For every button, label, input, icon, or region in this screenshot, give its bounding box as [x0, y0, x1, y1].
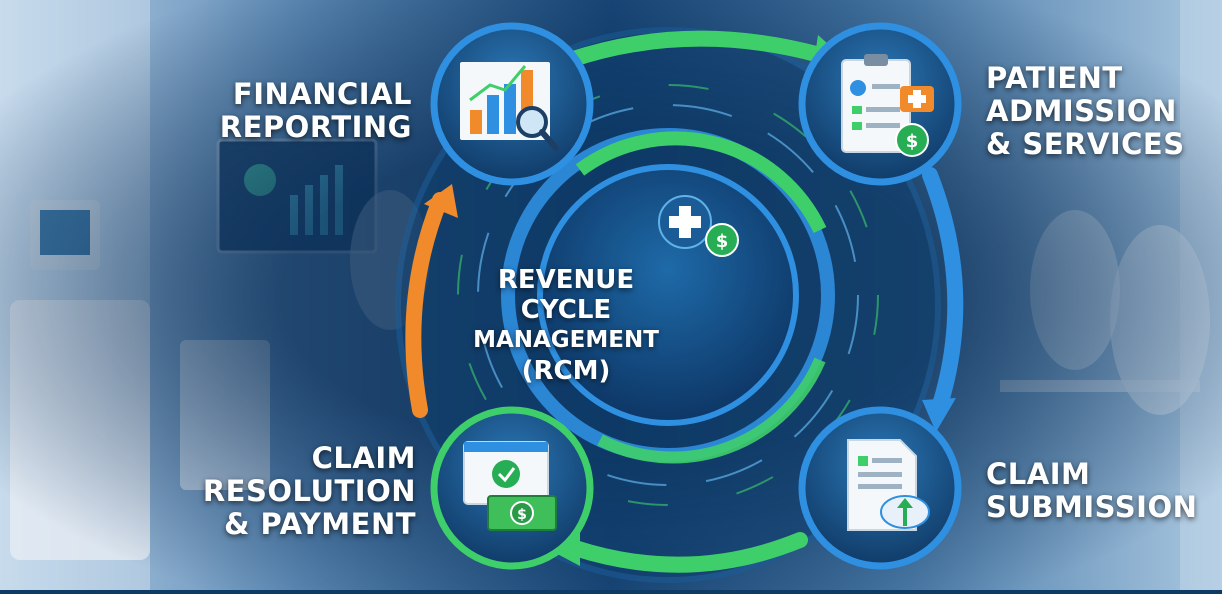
arrow-right-head — [922, 398, 956, 432]
svg-text:$: $ — [716, 231, 729, 252]
center-title-line-1: REVENUE — [497, 265, 635, 295]
approved-window-cash-icon: $ — [463, 441, 557, 531]
svg-text:$: $ — [517, 507, 527, 523]
label-patient-admission: PATIENT ADMISSION & SERVICES — [986, 61, 1185, 161]
node-patient-admission: $ — [798, 22, 962, 186]
arrow-right — [922, 167, 964, 413]
center-title: REVENUE CYCLE MANAGEMENT (RCM) — [456, 265, 676, 387]
center-title-line-3: MANAGEMENT — [473, 327, 659, 353]
arrow-left-head — [424, 184, 458, 218]
arrow-left — [405, 192, 448, 418]
medical-cross-dollar-icon: $ — [658, 195, 739, 257]
arrow-top — [562, 30, 828, 68]
node-claim-submission — [798, 406, 962, 570]
inner-cycle-ring — [457, 84, 879, 506]
label-claim-submission: CLAIM SUBMISSION — [986, 457, 1198, 524]
arrow-bottom — [567, 532, 808, 573]
clipboard-medical-dollar-icon: $ — [841, 54, 934, 157]
node-financial-reporting — [430, 22, 594, 186]
center-title-line-4: (RCM) — [521, 356, 611, 386]
document-cloud-upload-icon — [847, 439, 930, 531]
bar-chart-magnifier-icon — [460, 62, 559, 151]
label-claim-resolution: CLAIM RESOLUTION & PAYMENT — [202, 441, 416, 541]
node-claim-resolution: $ — [430, 406, 594, 570]
center-title-line-2: CYCLE — [520, 295, 612, 325]
svg-text:$: $ — [906, 131, 919, 152]
label-financial-reporting: FINANCIAL REPORTING — [219, 77, 412, 144]
